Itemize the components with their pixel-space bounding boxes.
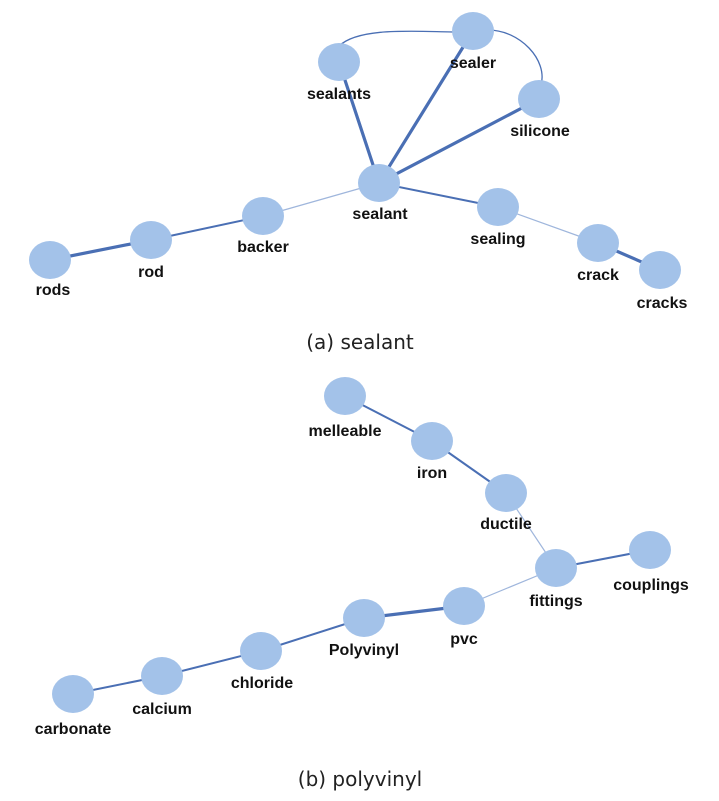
node-label-rods: rods (36, 282, 71, 299)
node-label-iron: iron (417, 465, 447, 482)
edge-sealants-sealant (337, 60, 381, 185)
node-Polyvinyl[interactable] (343, 599, 385, 637)
node-backer[interactable] (242, 197, 284, 235)
node-pvc[interactable] (443, 587, 485, 625)
node-label-ductile: ductile (480, 516, 532, 533)
node-sealer[interactable] (452, 12, 494, 50)
edge-sealants-sealer (338, 30, 461, 47)
graph-b-nodes: melleable iron ductile fittings couplings pvc… (35, 377, 689, 738)
node-label-carbonate: carbonate (35, 721, 112, 738)
graph-a-nodes: sealants sealer silicone sealant backer rod ro… (29, 12, 687, 312)
edge-silicone-sealant (377, 97, 541, 185)
node-sealants[interactable] (318, 43, 360, 81)
node-chloride[interactable] (240, 632, 282, 670)
node-melleable[interactable] (324, 377, 366, 415)
node-calcium[interactable] (141, 657, 183, 695)
node-sealant[interactable] (358, 164, 400, 202)
edge-sealer-silicone (487, 29, 543, 86)
node-silicone[interactable] (518, 80, 560, 118)
node-label-chloride: chloride (231, 675, 293, 692)
node-crack[interactable] (577, 224, 619, 262)
node-label-sealer: sealer (450, 55, 496, 72)
graph-b-caption: (b) polyvinyl (298, 767, 422, 791)
node-label-silicone: silicone (510, 123, 570, 140)
node-label-Polyvinyl: Polyvinyl (329, 642, 399, 659)
node-label-cracks: cracks (637, 295, 688, 312)
node-rod[interactable] (130, 221, 172, 259)
node-label-calcium: calcium (132, 701, 192, 718)
node-label-sealants: sealants (307, 86, 371, 103)
node-cracks[interactable] (639, 251, 681, 289)
node-label-crack: crack (577, 267, 619, 284)
node-ductile[interactable] (485, 474, 527, 512)
node-couplings[interactable] (629, 531, 671, 569)
node-sealing[interactable] (477, 188, 519, 226)
node-rods[interactable] (29, 241, 71, 279)
graph-a-sealant: sealants sealer silicone sealant backer rod ro… (29, 12, 687, 354)
edge-sealer-sealant (377, 29, 475, 185)
node-fittings[interactable] (535, 549, 577, 587)
node-iron[interactable] (411, 422, 453, 460)
node-label-sealing: sealing (470, 231, 525, 248)
node-label-fittings: fittings (529, 593, 582, 610)
node-carbonate[interactable] (52, 675, 94, 713)
node-label-melleable: melleable (309, 423, 382, 440)
graph-a-caption: (a) sealant (306, 330, 414, 354)
node-label-pvc: pvc (450, 631, 478, 648)
node-label-rod: rod (138, 264, 164, 281)
node-label-sealant: sealant (352, 206, 408, 223)
node-label-backer: backer (237, 239, 289, 256)
graph-b-polyvinyl: melleable iron ductile fittings couplings pvc… (35, 377, 689, 791)
node-label-couplings: couplings (613, 577, 689, 594)
